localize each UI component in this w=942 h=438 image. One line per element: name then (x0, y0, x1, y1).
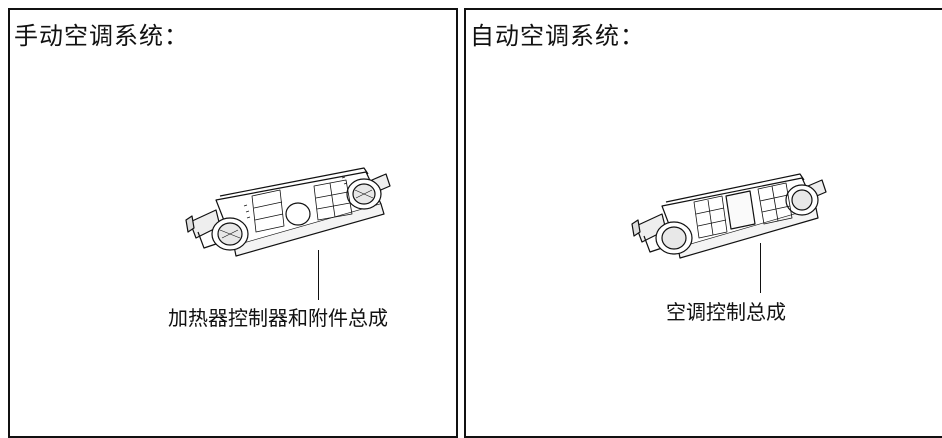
left-knob (211, 217, 249, 251)
manual-ac-title: 手动空调系统： (14, 22, 189, 50)
auto-ac-title: 自动空调系统： (470, 22, 645, 50)
manual-leader-line (318, 250, 320, 300)
right-knob (346, 178, 382, 210)
heater-control-unit-drawing (185, 167, 391, 257)
display-window (725, 190, 756, 230)
manual-ac-panel: 手动空调系统： (8, 8, 458, 438)
ac-control-unit-drawing (631, 173, 827, 259)
right-knob (785, 184, 819, 216)
left-knob (655, 221, 693, 255)
ac-control-label: 空调控制总成 (666, 300, 786, 324)
auto-leader-line (760, 243, 762, 293)
auto-ac-panel: 自动空调系统： (464, 8, 942, 438)
heater-control-label: 加热器控制器和附件总成 (168, 306, 388, 330)
center-dial (285, 202, 311, 226)
